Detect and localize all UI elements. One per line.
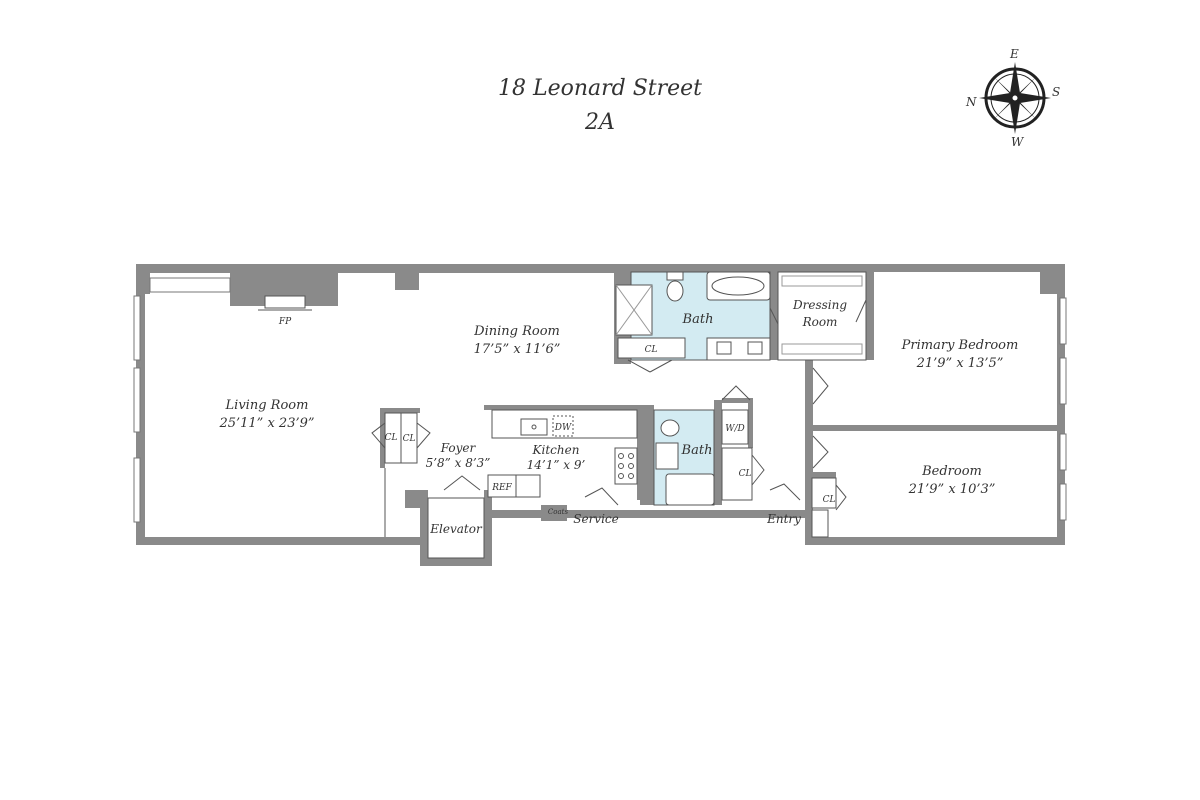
sink-icon: [520, 418, 548, 436]
entry-label: Entry: [766, 512, 801, 526]
compass-e: E: [1009, 47, 1019, 61]
elevator-name: Elevator: [429, 522, 483, 536]
kitchen-name: Kitchen: [532, 443, 580, 457]
hall-tub-icon: [665, 473, 715, 506]
living-room-dims: 25’11” x 23’9”: [218, 416, 314, 431]
dressing-room-line1: Dressing: [792, 298, 847, 312]
kitchen-dims: 14’1” x 9’: [527, 458, 586, 472]
fireplace-hearth: [264, 295, 306, 309]
dishwasher-label: DW: [554, 423, 572, 433]
dressing-room-line2: Room: [802, 315, 838, 329]
elevator: [427, 497, 485, 559]
stove-icon: [614, 447, 638, 485]
refrigerator-label: REF: [491, 483, 512, 493]
toilet-icon: [666, 280, 684, 302]
closet-label-bedroom: CL: [823, 495, 836, 505]
hall-toilet-icon: [660, 419, 680, 437]
washer-dryer-label: W/D: [725, 424, 745, 434]
bedroom-dims: 21’9” x 10’3”: [908, 482, 996, 497]
dining-room-name: Dining Room: [473, 324, 560, 339]
compass-rose-icon: [979, 62, 1051, 134]
foyer-dims: 5’8” x 8’3”: [426, 456, 491, 470]
address-title: 18 Leonard Street: [497, 76, 703, 101]
closet-cl-dining: [617, 337, 686, 359]
primary-bath-name: Bath: [682, 312, 714, 327]
windows: [133, 277, 1067, 523]
dining-room-dims: 17’5” x 11’6”: [474, 342, 561, 357]
primary-bedroom-dims: 21’9” x 13’5”: [916, 356, 1004, 371]
compass-s: S: [1052, 85, 1060, 99]
fireplace-label: FP: [278, 317, 292, 327]
coats-label: Coats: [548, 508, 569, 516]
closet-label-living-2: CL: [403, 434, 416, 444]
dishwasher-icon: [552, 415, 574, 437]
bedroom-name: Bedroom: [921, 464, 982, 479]
closet-cl-hall: [721, 447, 753, 501]
living-room-name: Living Room: [225, 398, 309, 413]
closet-cl-living-2: [400, 412, 418, 464]
compass-w: W: [1011, 135, 1025, 149]
foyer-name: Foyer: [440, 441, 477, 455]
hall-bath-sink-icon: [655, 442, 679, 470]
primary-bedroom-name: Primary Bedroom: [901, 338, 1019, 353]
hall-bath-name: Bath: [681, 443, 713, 458]
closet-label-living-1: CL: [385, 433, 398, 443]
washer-dryer-icon: [721, 409, 749, 445]
closet-cl-bedroom: [811, 477, 837, 509]
closet-label-hall: CL: [739, 469, 752, 479]
service-label: Service: [573, 512, 619, 526]
closet-label-dining: CL: [645, 345, 658, 355]
compass-n: N: [965, 95, 977, 109]
unit-title: 2A: [585, 110, 615, 135]
bathtub-icon: [706, 271, 771, 301]
